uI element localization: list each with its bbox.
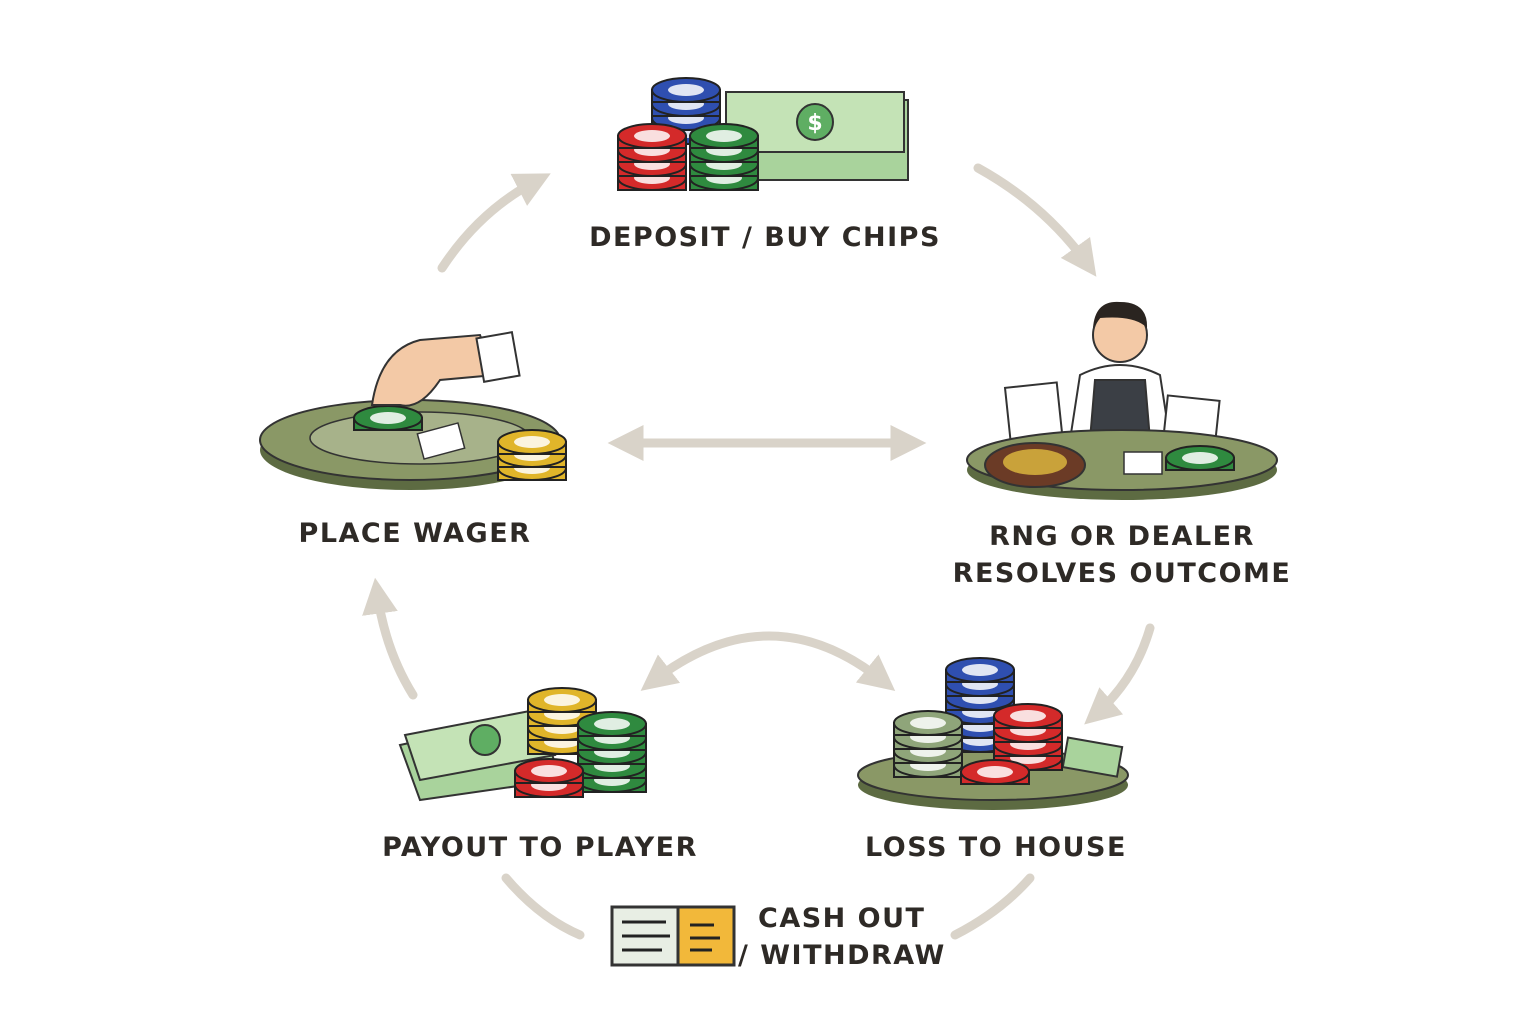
arrow-wager-to-deposit: [437, 173, 551, 273]
stage-label-resolve-line2: RESOLVES OUTCOME: [952, 558, 1292, 589]
arc-loss-to-cashout: [950, 873, 1035, 940]
stage-label-loss: LOSS TO HOUSE: [865, 832, 1127, 863]
arrow-deposit-to-resolve: [973, 163, 1097, 277]
svg-text:$: $: [807, 111, 822, 136]
stage-label-cashout-line2: / WITHDRAW: [738, 940, 946, 971]
stage-label-payout: PAYOUT TO PLAYER: [382, 832, 698, 863]
stage-label-deposit: DEPOSIT / BUY CHIPS: [589, 222, 941, 253]
chips-on-table-icon: [857, 657, 1129, 810]
stage-label-resolve-line1: RNG OR DEALER: [989, 521, 1255, 552]
cash-and-chips-icon: [398, 687, 647, 802]
stage-label-cashout-line1: CASH OUT: [758, 903, 926, 934]
arc-payout-to-cashout: [501, 873, 585, 940]
arrow-payout-loss-double: [640, 631, 896, 692]
arrow-payout-to-wager: [362, 577, 418, 700]
chips-and-cash-icon: $: [617, 77, 909, 191]
stage-label-wager: PLACE WAGER: [298, 518, 532, 549]
dealer-at-table-icon: [966, 301, 1278, 500]
hand-placing-chip-icon: [259, 331, 567, 490]
arrow-resolve-to-loss: [1084, 623, 1155, 725]
receipt-ticket-icon: [610, 905, 736, 967]
